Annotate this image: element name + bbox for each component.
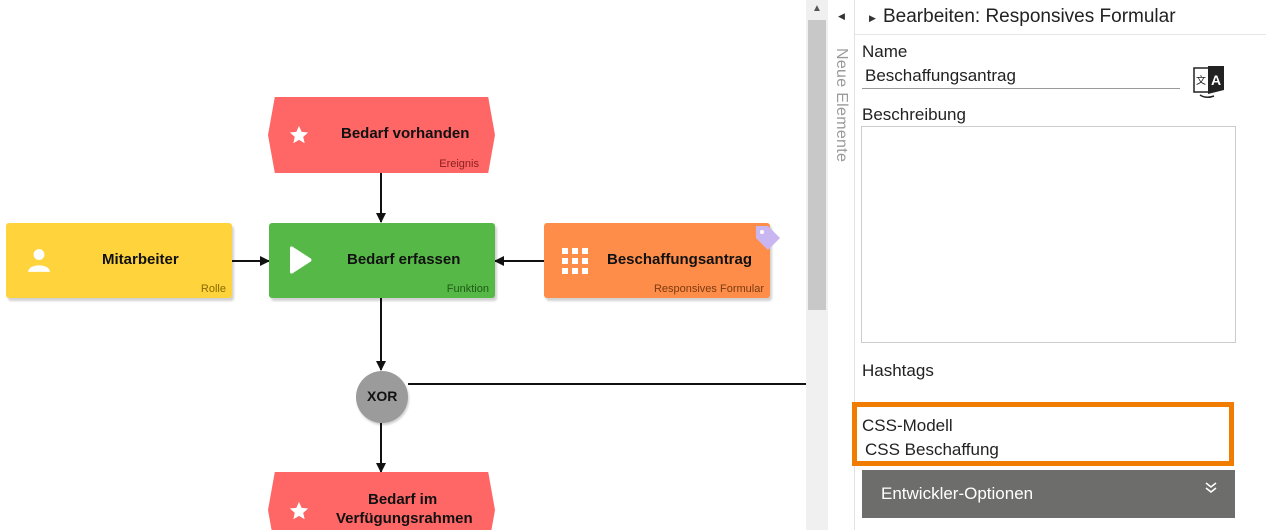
node-title: Bedarf erfassen xyxy=(347,251,461,268)
node-type: Funktion xyxy=(446,283,489,295)
new-elements-label[interactable]: Neue Elemente xyxy=(833,48,850,163)
diagram-canvas[interactable]: Bedarf vorhanden Ereignis Mitarbeiter Ro… xyxy=(0,0,806,530)
scrollbar-thumb[interactable] xyxy=(808,20,826,310)
properties-panel: ▶ Bearbeiten: Responsives Formular Name … xyxy=(852,0,1266,530)
node-title: Mitarbeiter xyxy=(102,251,179,268)
event-node-bedarf-im-verfuegungsrahmen[interactable]: Bedarf im Verfügungsrahmen xyxy=(268,472,495,530)
css-model-highlight-box xyxy=(852,402,1234,466)
form-node-beschaffungsantrag[interactable]: Beschaffungsantrag Responsives Formular xyxy=(544,223,770,298)
translate-icon[interactable]: A 文 xyxy=(1192,62,1226,100)
collapse-left-arrow-icon[interactable]: ◀ xyxy=(838,11,845,21)
css-model-value[interactable]: CSS Beschaffung xyxy=(865,440,999,459)
expand-triangle-icon[interactable]: ▶ xyxy=(869,13,876,23)
panel-header[interactable]: ▶ Bearbeiten: Responsives Formular xyxy=(855,0,1266,35)
diagram-edges xyxy=(232,173,806,473)
beschreibung-textarea[interactable] xyxy=(861,126,1236,343)
play-icon xyxy=(287,246,313,279)
node-title: Beschaffungsantrag xyxy=(607,251,753,268)
grid-icon xyxy=(562,248,588,279)
function-node-bedarf-erfassen[interactable]: Bedarf erfassen Funktion xyxy=(269,223,495,298)
name-label: Name xyxy=(862,42,908,61)
panel-title: Bearbeiten: Responsives Formular xyxy=(883,6,1176,27)
developer-options-label: Entwickler-Optionen xyxy=(881,484,1034,503)
svg-text:A: A xyxy=(1211,72,1221,88)
xor-label: XOR xyxy=(367,388,398,404)
tag-icon[interactable] xyxy=(754,224,782,257)
node-type: Ereignis xyxy=(439,158,479,170)
beschreibung-label: Beschreibung xyxy=(862,105,966,124)
name-field-underline xyxy=(862,88,1180,89)
node-title-line1: Bedarf im xyxy=(368,491,438,508)
new-elements-collapsed-panel[interactable]: ◀ Neue Elemente xyxy=(828,0,855,530)
node-type: Responsives Formular xyxy=(653,283,764,295)
canvas-scrollbar[interactable]: ▲ xyxy=(806,0,828,530)
name-field[interactable]: Beschaffungsantrag xyxy=(865,66,1016,85)
hashtags-label: Hashtags xyxy=(862,361,934,380)
role-node-mitarbeiter[interactable]: Mitarbeiter Rolle xyxy=(6,223,232,298)
event-node-bedarf-vorhanden[interactable]: Bedarf vorhanden Ereignis xyxy=(268,97,495,173)
star-icon xyxy=(288,500,310,527)
svg-text:文: 文 xyxy=(1196,74,1206,87)
node-type: Rolle xyxy=(200,283,226,295)
star-icon xyxy=(288,124,310,151)
double-chevron-down-icon[interactable] xyxy=(1205,482,1217,497)
user-icon xyxy=(26,247,52,278)
scroll-up-arrow-icon[interactable]: ▲ xyxy=(812,3,822,14)
developer-options-accordion[interactable]: Entwickler-Optionen xyxy=(862,470,1235,518)
xor-gateway[interactable]: XOR xyxy=(356,371,408,423)
node-title: Bedarf vorhanden xyxy=(341,125,470,142)
node-title-line2: Verfügungsrahmen xyxy=(336,510,473,527)
css-model-label: CSS-Modell xyxy=(862,416,953,435)
